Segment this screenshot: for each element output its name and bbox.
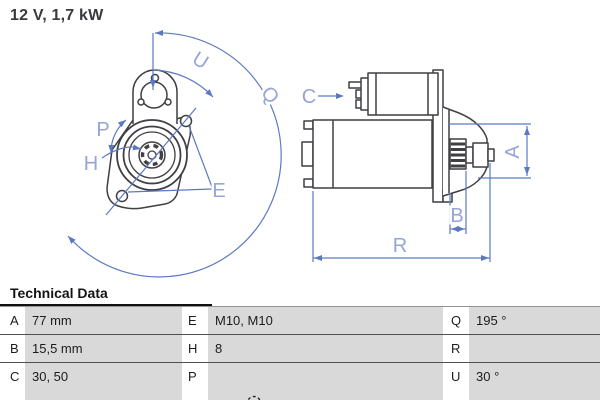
starter-motor-diagram: U Q P H E C A B R	[67, 30, 531, 278]
table-row: C 30, 50 P U 30 °	[0, 363, 600, 400]
cell-label-A: A	[0, 307, 25, 334]
dim-label-C: C	[302, 86, 316, 108]
cell-value-P	[208, 363, 443, 400]
cell-value-Q: 195 °	[469, 307, 600, 334]
pinion-gear-stripes	[450, 142, 466, 168]
cell-value-B: 15,5 mm	[25, 335, 182, 362]
table-heading: Technical Data	[10, 285, 108, 301]
cell-value-C: 30, 50	[25, 363, 182, 400]
dim-label-H: H	[84, 153, 98, 175]
cell-label-E: E	[182, 307, 208, 334]
dim-label-P: P	[96, 119, 109, 141]
cell-value-H: 8	[208, 335, 443, 362]
cell-label-U: U	[443, 363, 469, 400]
side-view-outline	[301, 69, 495, 203]
cell-label-H: H	[182, 335, 208, 362]
dim-label-U: U	[188, 48, 212, 74]
front-view-outline	[106, 69, 193, 210]
dimension-arrowheads	[68, 30, 530, 261]
heading-rule	[0, 304, 600, 307]
dim-label-B: B	[450, 205, 463, 227]
cell-value-E: M10, M10	[208, 307, 443, 334]
table-row: B 15,5 mm H 8 R	[0, 335, 600, 363]
cell-label-P: P	[182, 363, 208, 400]
heading-rule-dark	[0, 304, 212, 306]
dim-label-E: E	[212, 180, 225, 202]
rotation-direction-icon	[246, 395, 262, 400]
cell-label-B: B	[0, 335, 25, 362]
cell-label-C: C	[0, 363, 25, 400]
dim-label-A: A	[502, 145, 524, 159]
technical-data-section: Technical Data A 77 mm E M10, M10 Q 195 …	[0, 283, 600, 400]
cell-label-R: R	[443, 335, 469, 362]
cell-label-Q: Q	[443, 307, 469, 334]
table-row: A 77 mm E M10, M10 Q 195 °	[0, 307, 600, 335]
cell-value-U: 30 °	[469, 363, 600, 400]
cell-value-R	[469, 335, 600, 362]
page-title: 12 V, 1,7 kW	[10, 7, 104, 24]
cell-value-A: 77 mm	[25, 307, 182, 334]
dim-label-R: R	[393, 235, 407, 257]
